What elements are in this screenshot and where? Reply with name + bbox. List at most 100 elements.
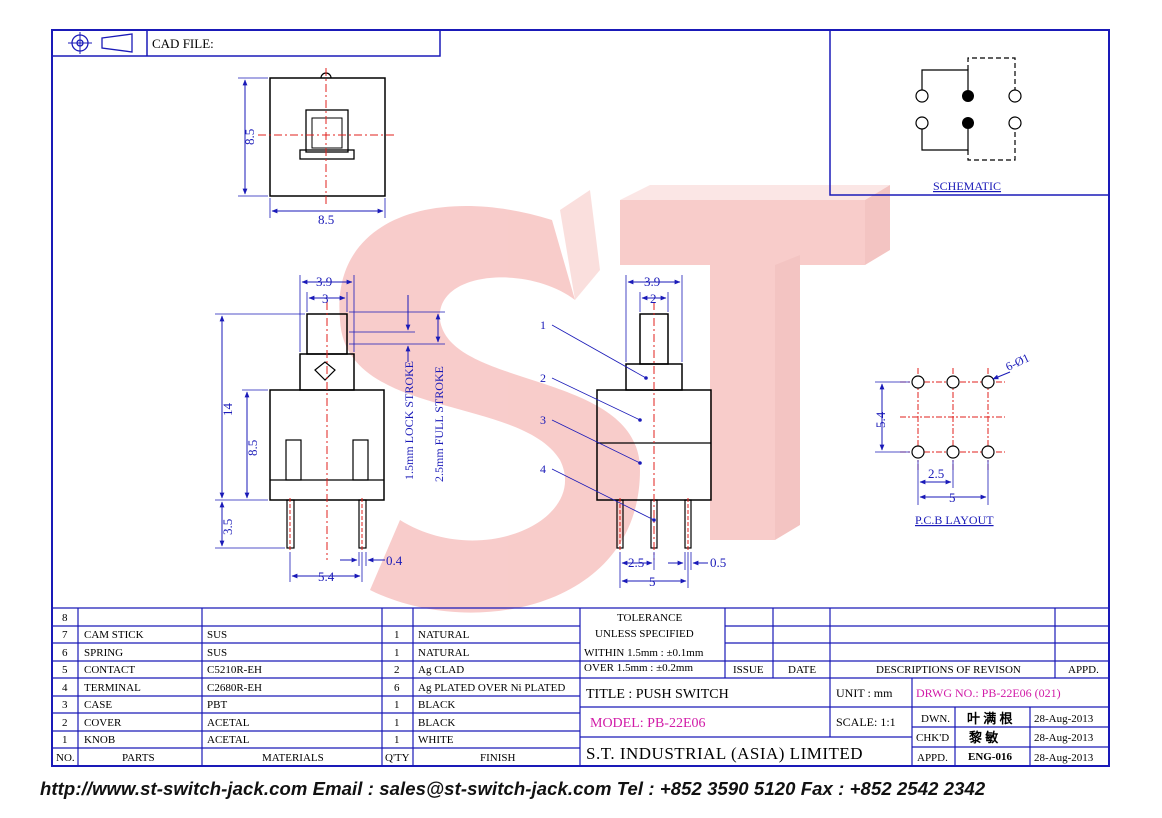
unit-label: UNIT : mm — [836, 686, 893, 700]
bom-part-2: COVER — [84, 717, 122, 729]
front-view: 3.9 2 2.5 0.5 5 1 2 3 4 — [540, 274, 726, 589]
chkd-label: CHK'D — [916, 732, 949, 744]
bom-fin-3: BLACK — [418, 699, 455, 711]
side-3-dim: 3 — [322, 291, 329, 306]
side-39-dim: 3.9 — [316, 274, 332, 289]
top-width-dim: 8.5 — [318, 212, 334, 227]
bom-header-parts: PARTS — [122, 752, 155, 764]
company-name: S.T. INDUSTRIAL (ASIA) LIMITED — [586, 744, 863, 763]
schematic-label: SCHEMATIC — [933, 179, 1001, 193]
side-view: 3.9 3 14 8.5 3.5 5.4 0.4 1.5mm LOCK STRO… — [215, 274, 446, 584]
bom-no-4: 4 — [62, 682, 68, 694]
front-2-dim: 2 — [650, 291, 657, 306]
bom-part-1: KNOB — [84, 734, 115, 746]
bom-mat-6: SUS — [207, 647, 227, 659]
bom-fin-6: NATURAL — [418, 647, 470, 659]
callout-1: 1 — [540, 318, 546, 332]
bom-header-qty: Q'TY — [385, 752, 410, 764]
bom-no-7: 7 — [62, 629, 68, 641]
bom-fin-4: Ag PLATED OVER Ni PLATED — [418, 682, 565, 694]
rev-issue-header: ISSUE — [733, 664, 764, 676]
bom-mat-2: ACETAL — [207, 717, 250, 729]
side-85-dim: 8.5 — [245, 440, 260, 456]
pcb-hole-label: 6-Ø1 — [1003, 351, 1031, 374]
side-54-dim: 5.4 — [318, 569, 335, 584]
bom-text: 8 7 CAM STICK SUS 1 NATURAL 6 SPRING SUS… — [56, 612, 1099, 764]
bom-qty-2: 1 — [394, 717, 400, 729]
side-04-dim: 0.4 — [386, 553, 403, 568]
watermark-logo: ST — [339, 185, 890, 613]
bom-no-5: 5 — [62, 664, 68, 676]
drawing-number: DRWG NO.: PB-22E06 (021) — [916, 686, 1061, 700]
front-25-dim: 2.5 — [628, 555, 644, 570]
top-view: 8.5 8.5 — [238, 68, 395, 227]
bom-mat-5: C5210R-EH — [207, 664, 262, 676]
side-35-dim: 3.5 — [220, 519, 235, 535]
bom-part-5: CONTACT — [84, 664, 135, 676]
bom-no-2: 2 — [62, 717, 68, 729]
appd-label: APPD. — [917, 752, 948, 764]
rev-date-header: DATE — [788, 664, 816, 676]
dwn-name: 叶 满 根 — [967, 711, 1014, 726]
tolerance-line-2: UNLESS SPECIFIED — [595, 628, 694, 640]
pcb-layout: 6-Ø1 5.4 2.5 5 P.C.B LAYOUT — [873, 351, 1032, 527]
bom-table — [52, 607, 1109, 766]
top-height-dim: 8.5 — [242, 129, 257, 145]
bom-part-3: CASE — [84, 699, 112, 711]
appd-name: ENG-016 — [968, 751, 1013, 763]
bom-mat-7: SUS — [207, 629, 227, 641]
pcb-54-dim: 5.4 — [873, 411, 888, 428]
bom-fin-5: Ag CLAD — [418, 664, 464, 676]
model-label: MODEL: PB-22E06 — [590, 716, 706, 731]
bom-no-6: 6 — [62, 647, 68, 659]
bom-header-no: NO. — [56, 752, 75, 764]
bom-fin-7: NATURAL — [418, 629, 470, 641]
bom-part-6: SPRING — [84, 647, 123, 659]
chkd-name: 黎 敏 — [969, 730, 999, 745]
bom-fin-2: BLACK — [418, 717, 455, 729]
bom-qty-1: 1 — [394, 734, 400, 746]
full-stroke-label: 2.5mm FULL STROKE — [432, 366, 446, 482]
dwn-label: DWN. — [921, 713, 950, 725]
bom-qty-7: 1 — [394, 629, 400, 641]
bom-qty-3: 1 — [394, 699, 400, 711]
tolerance-line-1: TOLERANCE — [617, 612, 682, 624]
dwn-date: 28-Aug-2013 — [1034, 713, 1094, 725]
pcb-25-dim: 2.5 — [928, 466, 944, 481]
rev-desc-header: DESCRIPTIONS OF REVISON — [876, 664, 1021, 676]
front-5-dim: 5 — [649, 574, 656, 589]
appd-date: 28-Aug-2013 — [1034, 752, 1094, 764]
pcb-5-dim: 5 — [949, 490, 956, 505]
bom-part-4: TERMINAL — [84, 682, 141, 694]
chkd-date: 28-Aug-2013 — [1034, 732, 1094, 744]
tolerance-line-4: OVER 1.5mm : ±0.2mm — [584, 662, 693, 674]
callout-3: 3 — [540, 413, 546, 427]
cad-file-label: CAD FILE: — [152, 36, 214, 51]
front-39-dim: 3.9 — [644, 274, 660, 289]
side-14-dim: 14 — [220, 403, 235, 417]
bom-no-3: 3 — [62, 699, 68, 711]
bom-mat-3: PBT — [207, 699, 227, 711]
callout-2: 2 — [540, 371, 546, 385]
front-05-dim: 0.5 — [710, 555, 726, 570]
projection-symbol-icon — [68, 32, 133, 54]
tolerance-line-3: WITHIN 1.5mm : ±0.1mm — [584, 647, 704, 659]
bom-qty-5: 2 — [394, 664, 400, 676]
bom-header-materials: MATERIALS — [262, 752, 324, 764]
cad-header: CAD FILE: — [51, 29, 441, 57]
bom-header-finish: FINISH — [480, 752, 516, 764]
bom-part-7: CAM STICK — [84, 629, 144, 641]
bom-qty-4: 6 — [394, 682, 400, 694]
contact-footer: http://www.st-switch-jack.com Email : sa… — [40, 778, 986, 799]
callout-4: 4 — [540, 462, 546, 476]
bom-no-8: 8 — [62, 612, 68, 624]
pcb-layout-label: P.C.B LAYOUT — [915, 513, 994, 527]
title-label: TITLE : PUSH SWITCH — [586, 687, 729, 702]
schematic-panel: SCHEMATIC — [829, 29, 1110, 196]
lock-stroke-label: 1.5mm LOCK STROKE — [402, 361, 416, 480]
bom-no-1: 1 — [62, 734, 68, 746]
bom-mat-4: C2680R-EH — [207, 682, 262, 694]
rev-appd-header: APPD. — [1068, 664, 1099, 676]
bom-fin-1: WHITE — [418, 734, 454, 746]
